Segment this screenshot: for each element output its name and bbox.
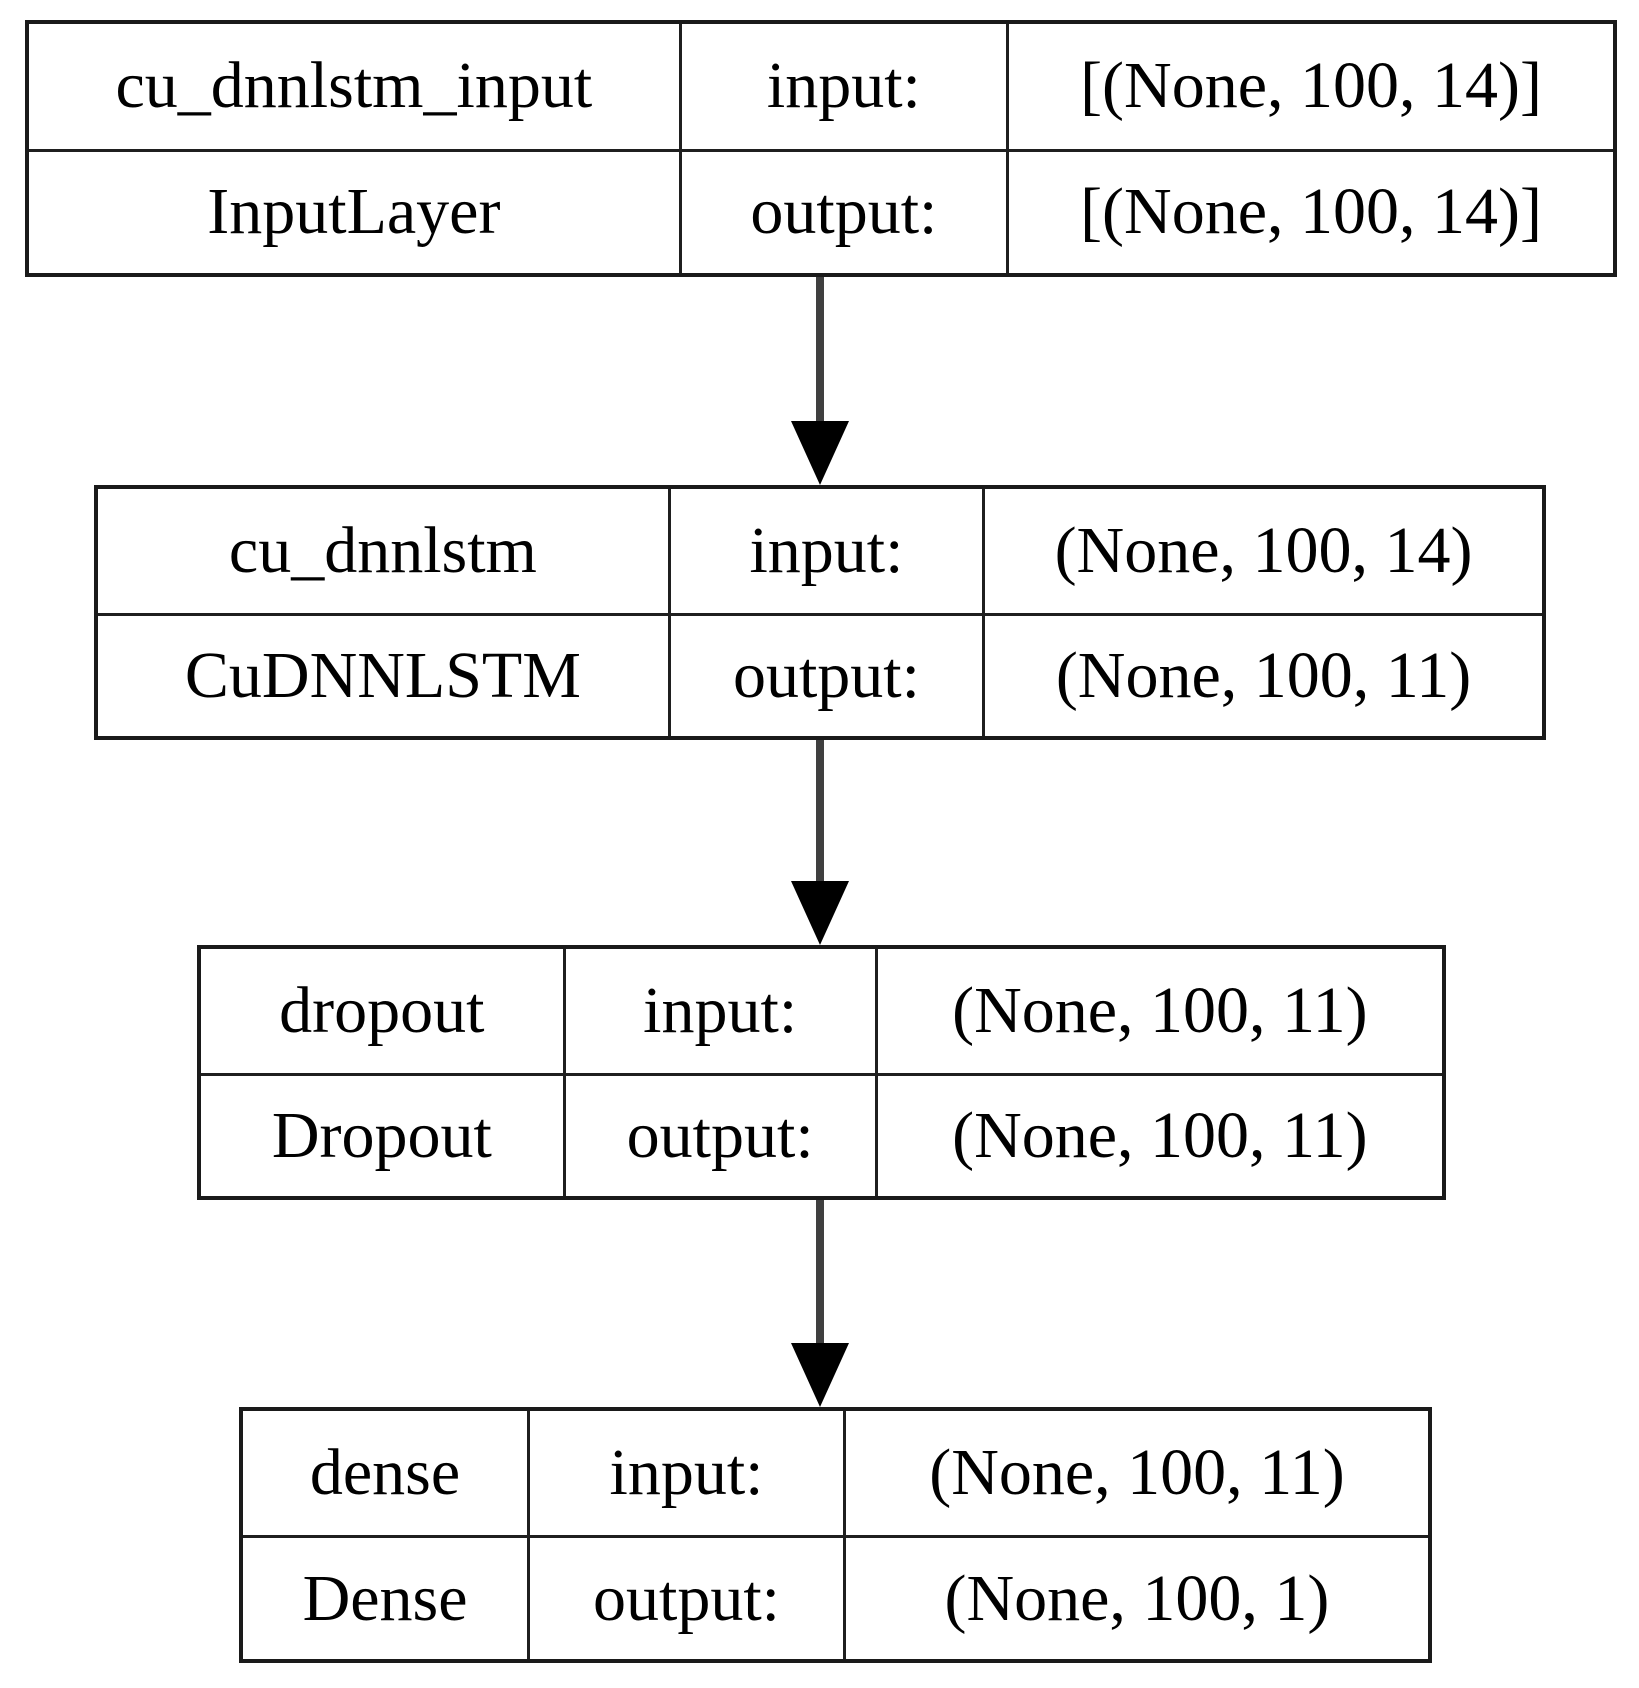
input-shape: (None, 100, 11) bbox=[874, 949, 1442, 1073]
layer-name: dropout bbox=[279, 973, 485, 1047]
output-shape: (None, 100, 11) bbox=[874, 1072, 1442, 1196]
layer-type: CuDNNLSTM bbox=[98, 612, 668, 737]
output-shape: (None, 100, 11) bbox=[982, 612, 1542, 736]
layer-node-dropout: dropout input: (None, 100, 11) Dropout o… bbox=[197, 945, 1446, 1200]
output-label: output: bbox=[562, 1072, 875, 1196]
input-label: input: bbox=[562, 949, 875, 1073]
layer-type: Dropout bbox=[201, 1072, 563, 1197]
layer-type: InputLayer bbox=[29, 148, 679, 274]
arrowhead-down-icon bbox=[791, 881, 849, 945]
edge-arrow-lstm-to-dropout bbox=[791, 740, 849, 945]
edge-arrow-dropout-to-dense bbox=[791, 1200, 849, 1407]
layer-node-cu-dnnlstm: cu_dnnlstm input: (None, 100, 14) CuDNNL… bbox=[94, 485, 1546, 740]
output-label: output: bbox=[527, 1535, 843, 1659]
layer-name: dense bbox=[309, 1436, 461, 1509]
layer-name: cu_dnnlstm_input bbox=[115, 49, 593, 123]
edge-line bbox=[816, 740, 824, 881]
input-label: input: bbox=[678, 24, 1006, 149]
input-label: input: bbox=[527, 1411, 843, 1535]
arrowhead-down-icon bbox=[791, 421, 849, 485]
edge-line bbox=[816, 277, 824, 421]
input-shape: (None, 100, 11) bbox=[842, 1411, 1428, 1535]
output-shape: (None, 100, 1) bbox=[842, 1535, 1428, 1659]
edge-arrow-input-to-lstm bbox=[791, 277, 849, 485]
layer-type: Dense bbox=[243, 1535, 528, 1659]
layer-name: cu_dnnlstm bbox=[228, 513, 537, 587]
edge-line bbox=[816, 1200, 824, 1343]
layer-node-dense: dense input: (None, 100, 11) Dense outpu… bbox=[239, 1407, 1432, 1663]
output-label: output: bbox=[667, 612, 983, 736]
input-shape: (None, 100, 14) bbox=[982, 489, 1542, 613]
layer-node-cu-dnnlstm-input: cu_dnnlstm_input input: [(None, 100, 14)… bbox=[25, 20, 1617, 277]
output-label: output: bbox=[678, 148, 1007, 273]
input-label: input: bbox=[667, 489, 982, 613]
output-shape: [(None, 100, 14)] bbox=[1006, 148, 1613, 273]
input-shape: [(None, 100, 14)] bbox=[1006, 24, 1613, 149]
arrowhead-down-icon bbox=[791, 1343, 849, 1407]
